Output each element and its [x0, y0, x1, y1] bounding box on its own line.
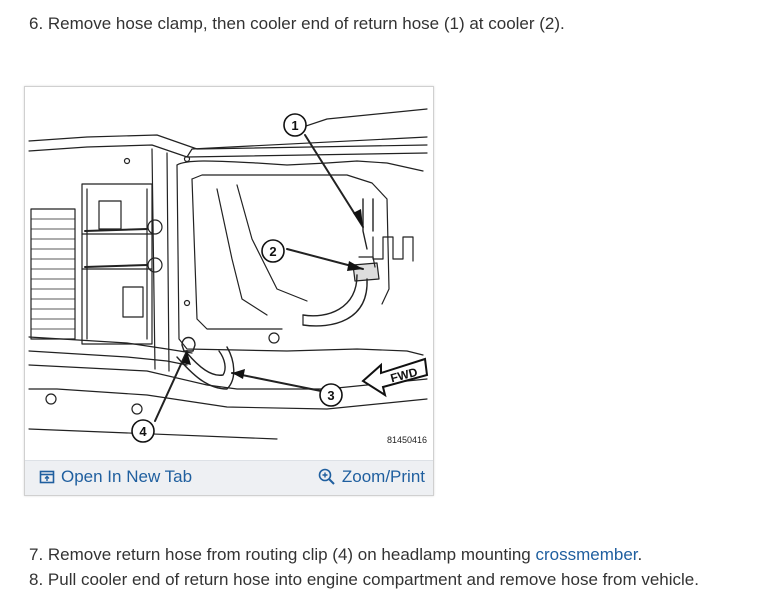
- callout-4: 4: [131, 419, 155, 443]
- instruction-step-7: 7. Remove return hose from routing clip …: [29, 544, 642, 566]
- figure-id: 81450416: [387, 435, 427, 445]
- callout-4-label: 4: [139, 424, 147, 439]
- callout-1-label: 1: [291, 118, 298, 133]
- callout-1: 1: [283, 113, 307, 137]
- cooler-hose-illustration: 1 2 3 4 FWD 81450416: [28, 108, 429, 445]
- callout-3: 3: [319, 383, 343, 407]
- zoom-print-button[interactable]: Zoom/Print: [318, 467, 425, 487]
- fwd-arrow-icon: FWD: [361, 357, 429, 398]
- instruction-step-6: 6. Remove hose clamp, then cooler end of…: [29, 14, 565, 33]
- callout-3-label: 3: [327, 388, 334, 403]
- callout-2: 2: [261, 239, 285, 263]
- fwd-label: FWD: [389, 365, 419, 386]
- instruction-step-8: 8. Pull cooler end of return hose into e…: [29, 570, 699, 589]
- open-new-tab-button[interactable]: Open In New Tab: [39, 467, 192, 487]
- figure-toolbar: Open In New Tab Zoom/Print: [25, 460, 433, 495]
- crossmember-link[interactable]: crossmember: [535, 545, 638, 564]
- open-new-tab-label: Open In New Tab: [61, 467, 193, 486]
- diagram-figure: 1 2 3 4 FWD 81450416 Open In New Ta: [24, 86, 434, 496]
- callout-2-label: 2: [269, 244, 276, 259]
- step-7-suffix: .: [637, 545, 643, 564]
- step-7-text: 7. Remove return hose from routing clip …: [29, 545, 536, 564]
- zoom-print-label: Zoom/Print: [341, 467, 425, 486]
- open-new-tab-icon: [39, 470, 55, 484]
- magnifier-plus-icon: [318, 468, 335, 485]
